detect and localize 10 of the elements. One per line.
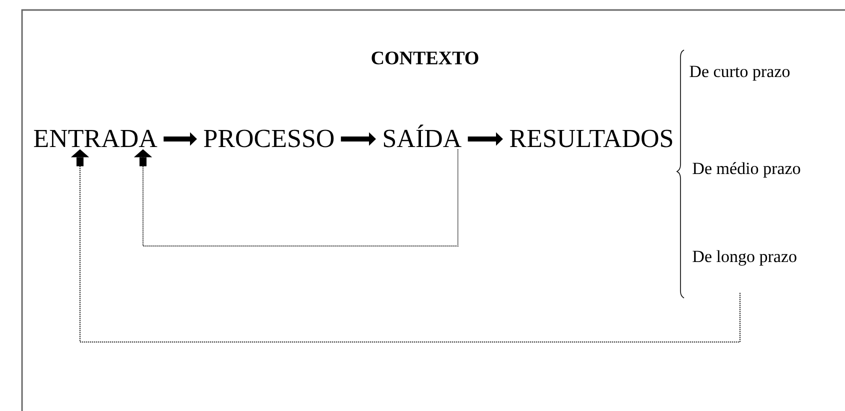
title: CONTEXTO xyxy=(372,52,478,64)
stage-label: RESULTADOS xyxy=(510,130,672,148)
arrow xyxy=(70,149,740,342)
stage-label: De curto prazo xyxy=(690,66,790,81)
stage-label: De médio prazo xyxy=(692,162,800,178)
stage-label: De longo prazo xyxy=(692,250,796,266)
stage-label: ENTRADA xyxy=(34,130,158,148)
stage-label: PROCESSO xyxy=(204,130,334,148)
arrow xyxy=(134,148,458,246)
stage-label: SAÍDA xyxy=(384,124,462,148)
